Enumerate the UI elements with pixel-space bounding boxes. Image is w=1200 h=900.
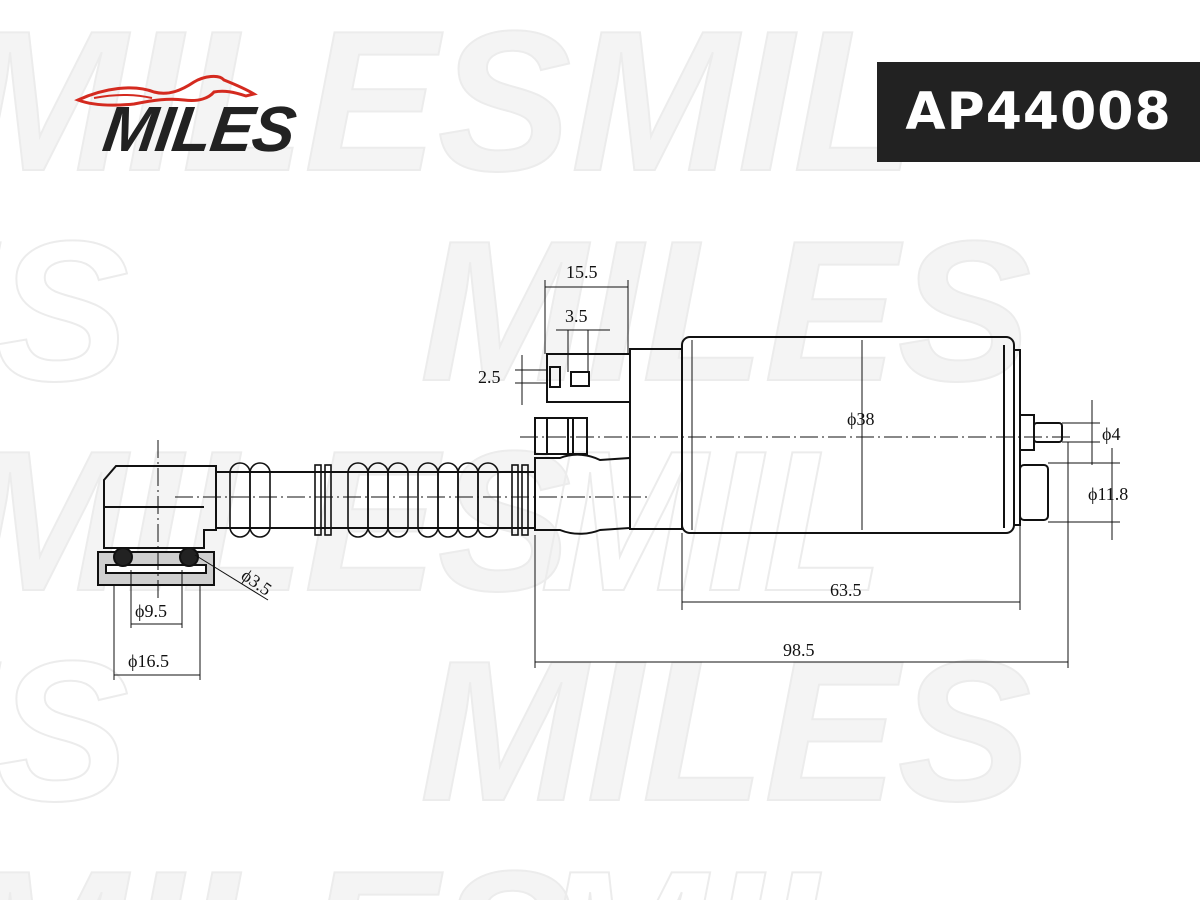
svg-text:MILES: MILES [0, 410, 571, 633]
dim-oring-section: ϕ3.5 [238, 565, 276, 600]
svg-text:MILES: MILES [0, 830, 571, 900]
svg-text:MILES: MILES [420, 620, 1031, 843]
svg-text:MIL: MIL [540, 830, 884, 900]
dim-body-length: 63.5 [830, 580, 862, 600]
svg-text:LES: LES [0, 200, 129, 423]
svg-text:MILESMIL: MILESMIL [0, 0, 915, 213]
dim-terminal-diameter: ϕ11.8 [1088, 484, 1128, 504]
brand-name: MILES [98, 93, 300, 165]
dim-overall-length: 98.5 [783, 640, 815, 660]
running-dog-icon [74, 74, 258, 107]
dim-inlet-outer: ϕ16.5 [128, 651, 169, 671]
svg-text:LES: LES [0, 620, 129, 843]
svg-text:MIL: MIL [540, 410, 884, 633]
part-number: AP44008 [905, 82, 1172, 142]
dim-top-inner: 3.5 [565, 306, 588, 326]
brand-logo: MILES [74, 70, 354, 165]
dim-outlet-diameter: ϕ4 [1102, 424, 1120, 444]
dim-inlet-inner: ϕ9.5 [135, 601, 167, 621]
part-number-badge: AP44008 [877, 62, 1200, 162]
dim-top-width: 15.5 [566, 262, 598, 282]
dim-left-height: 2.5 [478, 367, 501, 387]
dim-body-diameter: ϕ38 [847, 409, 874, 429]
pump-body [681, 336, 1015, 534]
